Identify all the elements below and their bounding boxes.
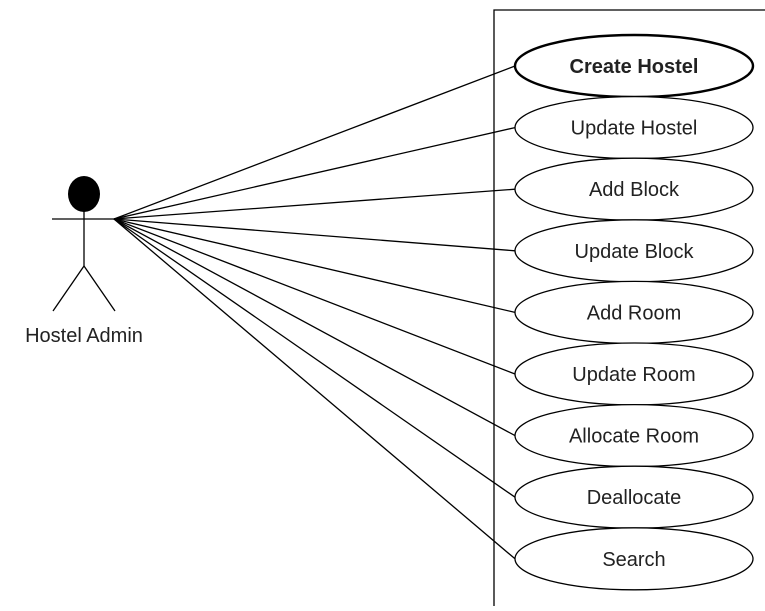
use-case-label: Add Block [589,179,680,201]
association-update-block [113,218,516,252]
use-case-label: Allocate Room [569,426,699,448]
use-case-search: Search [514,527,754,591]
association-update-hostel [113,126,516,220]
use-case-ellipse [514,527,754,591]
use-case-add-block: Add Block [514,157,754,221]
use-case-allocate-room: Allocate Room [514,403,754,468]
use-case-label: Create Hostel [570,56,699,78]
actor-head [68,176,100,212]
actor-right-leg [83,265,116,312]
use-case-create-hostel: Create Hostel [513,33,755,99]
use-case-update-block: Update Block [514,219,754,283]
association-lines [113,65,516,560]
use-case-label: Deallocate [587,487,682,509]
association-add-block [113,188,516,220]
actor-name: Hostel Admin [25,325,143,347]
use-case-label: Update Hostel [571,118,698,140]
use-case-label: Search [602,549,665,571]
association-search [113,218,516,560]
actor-figure: Hostel Admin [25,176,143,347]
use-case-add-room: Add Room [514,280,754,345]
use-case-deallocate: Deallocate [514,465,754,529]
actor-left-leg [52,265,85,312]
association-update-room [113,218,516,375]
association-allocate-room [113,218,516,437]
use-case-update-room: Update Room [514,342,754,406]
association-create-hostel [113,65,516,220]
use-case-label: Update Block [575,241,695,263]
use-case-label: Update Room [572,364,695,386]
use-case-update-hostel: Update Hostel [514,95,754,160]
use-case-label: Add Room [587,302,682,324]
association-deallocate [113,218,516,498]
association-add-room [113,218,516,314]
system-boundary [493,9,765,606]
